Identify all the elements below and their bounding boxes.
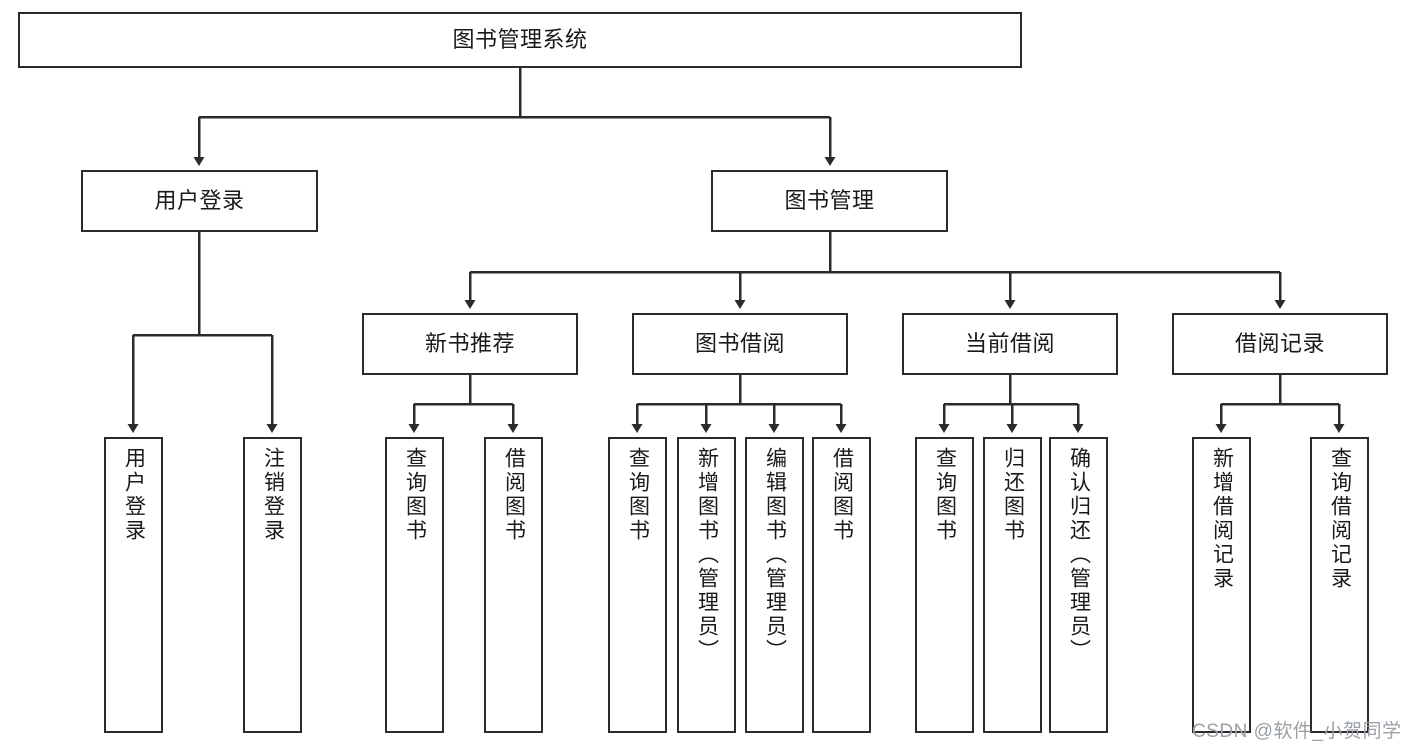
node-leaf-borrow-book-bb[interactable]: 借阅图书 <box>812 437 871 733</box>
node-user-login[interactable]: 用户登录 <box>81 170 318 232</box>
node-book-manage-label: 图书管理 <box>784 188 875 214</box>
csdn-watermark: CSDN @软件_小贺同学 <box>1192 721 1402 742</box>
node-current-borrow-label: 当前借阅 <box>964 331 1055 357</box>
node-leaf-confirm-return[interactable]: 确认归还（管理员） <box>1049 437 1108 733</box>
node-leaf-query-book-rec-label: 查询图书 <box>403 447 427 543</box>
node-leaf-borrow-book-rec-label: 借阅图书 <box>502 447 526 543</box>
node-leaf-add-book-label: 新增图书（管理员） <box>695 447 719 663</box>
node-root[interactable]: 图书管理系统 <box>18 12 1022 68</box>
node-leaf-user-login[interactable]: 用户登录 <box>104 437 163 733</box>
node-book-manage[interactable]: 图书管理 <box>711 170 948 232</box>
node-leaf-query-borrow-record-label: 查询借阅记录 <box>1328 447 1352 591</box>
node-leaf-add-borrow-record-label: 新增借阅记录 <box>1210 447 1234 591</box>
node-leaf-query-book-rec[interactable]: 查询图书 <box>385 437 444 733</box>
node-book-borrow[interactable]: 图书借阅 <box>632 313 848 375</box>
node-leaf-query-borrow-record[interactable]: 查询借阅记录 <box>1310 437 1369 733</box>
node-leaf-user-logout[interactable]: 注销登录 <box>243 437 302 733</box>
node-book-borrow-label: 图书借阅 <box>694 331 785 357</box>
node-new-book-recommend[interactable]: 新书推荐 <box>362 313 578 375</box>
node-leaf-borrow-book-bb-label: 借阅图书 <box>830 447 854 543</box>
node-user-login-label: 用户登录 <box>154 188 245 214</box>
node-borrow-record-label: 借阅记录 <box>1234 331 1325 357</box>
node-leaf-query-book-cb[interactable]: 查询图书 <box>915 437 974 733</box>
node-leaf-confirm-return-label: 确认归还（管理员） <box>1067 447 1091 663</box>
node-leaf-edit-book[interactable]: 编辑图书（管理员） <box>745 437 804 733</box>
node-leaf-borrow-book-rec[interactable]: 借阅图书 <box>484 437 543 733</box>
node-leaf-query-book-cb-label: 查询图书 <box>933 447 957 543</box>
node-leaf-query-book-bb-label: 查询图书 <box>626 447 650 543</box>
node-leaf-add-borrow-record[interactable]: 新增借阅记录 <box>1192 437 1251 733</box>
node-leaf-edit-book-label: 编辑图书（管理员） <box>763 447 787 663</box>
node-leaf-add-book[interactable]: 新增图书（管理员） <box>677 437 736 733</box>
node-leaf-query-book-bb[interactable]: 查询图书 <box>608 437 667 733</box>
node-leaf-return-book-label: 归还图书 <box>1001 447 1025 543</box>
node-leaf-user-login-label: 用户登录 <box>122 447 146 543</box>
node-root-label: 图书管理系统 <box>452 27 588 53</box>
node-new-book-recommend-label: 新书推荐 <box>424 331 515 357</box>
node-current-borrow[interactable]: 当前借阅 <box>902 313 1118 375</box>
node-leaf-return-book[interactable]: 归还图书 <box>983 437 1042 733</box>
node-borrow-record[interactable]: 借阅记录 <box>1172 313 1388 375</box>
node-leaf-user-logout-label: 注销登录 <box>261 447 285 543</box>
